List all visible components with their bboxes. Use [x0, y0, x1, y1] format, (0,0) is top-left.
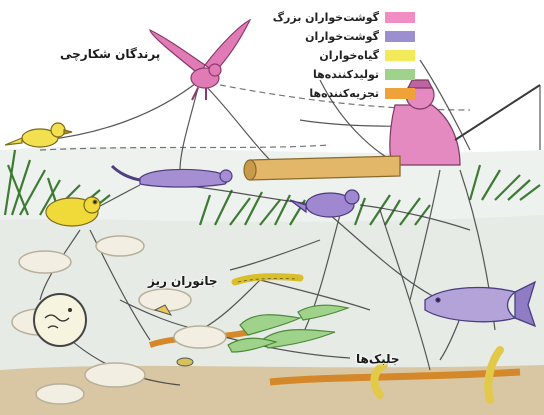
- legend-label: تولیدکننده‌ها: [313, 68, 379, 81]
- legend-label: گوشت‌خواران بزرگ: [273, 11, 379, 24]
- legend-item-herbivores: گیاه‌خواران: [255, 46, 415, 64]
- legend-item-top-carnivores: گوشت‌خواران بزرگ: [255, 8, 415, 26]
- legend-item-carnivores: گوشت‌خواران: [255, 27, 415, 45]
- legend-label: گوشت‌خواران: [305, 30, 379, 43]
- legend-label: گیاه‌خواران: [319, 49, 379, 62]
- legend-item-decomposers: تجزیه‌کننده‌ها: [255, 84, 415, 102]
- legend-swatch: [385, 69, 415, 80]
- legend-label: تجزیه‌کننده‌ها: [309, 87, 379, 100]
- log: [244, 156, 400, 180]
- label-micro-organisms: جانوران ریز: [148, 274, 218, 288]
- micro-organism-lens: [34, 294, 86, 346]
- legend-swatch: [385, 31, 415, 42]
- legend-swatch: [385, 12, 415, 23]
- label-birds-of-prey: پرندگان شکارچی: [60, 47, 160, 61]
- legend-swatch: [385, 88, 415, 99]
- legend: گوشت‌خواران بزرگ گوشت‌خواران گیاه‌خواران…: [255, 8, 415, 103]
- legend-item-producers: تولیدکننده‌ها: [255, 65, 415, 83]
- label-algae: جلبک‌ها: [356, 352, 400, 366]
- legend-swatch: [385, 50, 415, 61]
- yellow-mammal: [46, 197, 100, 226]
